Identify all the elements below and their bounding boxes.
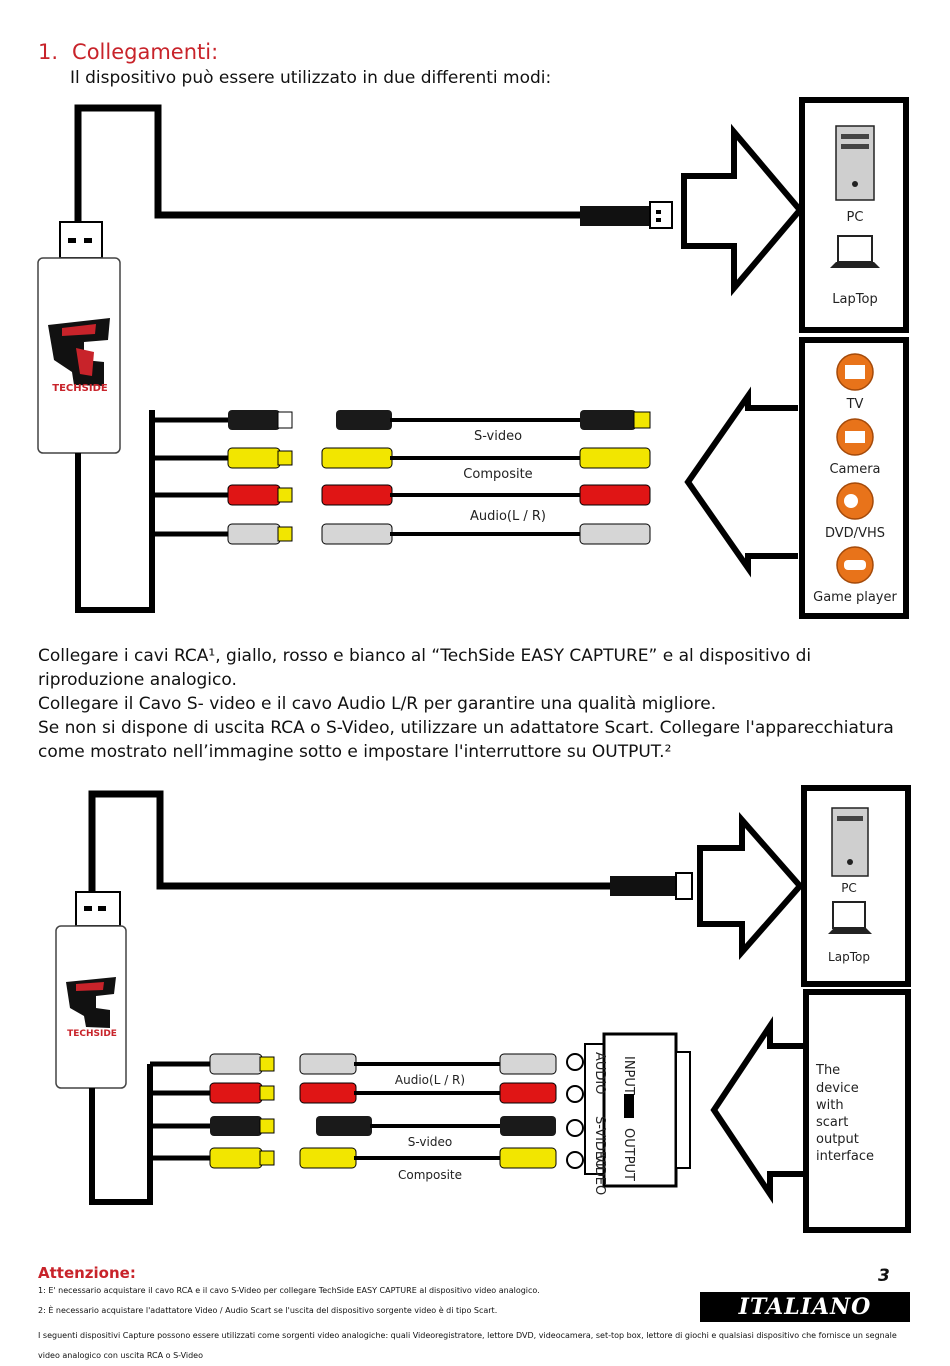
left-plugs [152, 410, 293, 545]
svg-text:device: device [816, 1081, 859, 1096]
techside-logo [66, 977, 116, 1028]
cable-label-audio: Audio(L / R) [470, 509, 546, 524]
instructions: Collegare i cavi RCA¹, giallo, rosso e b… [38, 644, 918, 764]
svg-text:output: output [816, 1132, 859, 1147]
language-badge: ITALIANO [700, 1292, 910, 1322]
intro-text: Il dispositivo può essere utilizzato in … [70, 68, 552, 88]
adapter-audio-label: AUDIO [592, 1052, 607, 1095]
target-label-laptop: LapTop [832, 292, 877, 307]
footnote-3: I seguenti dispositivi Capture possono e… [38, 1331, 897, 1360]
brand-label: TECHSIDE [67, 1029, 117, 1039]
adapter-input-label: INPUT [621, 1056, 636, 1095]
paragraph-rca: Collegare i cavi RCA¹, giallo, rosso e b… [38, 646, 812, 690]
svg-text:interface: interface [816, 1149, 874, 1164]
source-box [803, 989, 911, 1233]
cable-label-composite: Composite [463, 467, 532, 482]
adapter-video-label: VIDEO [592, 1154, 607, 1195]
arrow-right-icon [681, 123, 804, 297]
attention-heading: Attenzione: [38, 1264, 136, 1282]
paragraph-svideo: Collegare il Cavo S- video e il cavo Aud… [38, 694, 717, 714]
usb-connector [59, 221, 103, 259]
diagram-direct-connection: TECHSIDE S-video Composite Audio(L / R) … [37, 97, 909, 619]
target-label-laptop: LapTop [828, 950, 870, 964]
section-number: 1. [38, 40, 59, 64]
camera-icon [836, 418, 874, 456]
section-heading: 1. Collegamenti: [38, 40, 218, 64]
adapter-svideo-label: S-VIDEO [592, 1116, 607, 1169]
tv-icon [836, 353, 874, 391]
pc-icon [835, 125, 875, 201]
footnote-2: 2: È necessario acquistare l'adattatore … [38, 1306, 498, 1315]
source-label-camera: Camera [829, 462, 880, 477]
target-label-pc: PC [841, 881, 857, 895]
svg-text:The: The [815, 1063, 840, 1078]
target-label-pc: PC [847, 210, 864, 225]
techside-logo [48, 318, 110, 386]
laptop-icon [830, 235, 880, 268]
arrow-left-icon [684, 386, 798, 578]
paragraph-scart: Se non si dispone di uscita RCA o S-Vide… [38, 718, 894, 762]
left-plugs [150, 1053, 275, 1169]
cable-label-composite: Composite [398, 1168, 462, 1182]
brand-label: TECHSIDE [52, 383, 108, 394]
source-label-tv: TV [846, 397, 864, 412]
cable-label-svideo: S-video [408, 1135, 452, 1149]
cable-label-audio: Audio(L / R) [395, 1073, 465, 1087]
adapter-output-label: OUTPUT [621, 1128, 636, 1181]
svg-text:scart: scart [816, 1115, 848, 1130]
usb-plug [610, 876, 676, 896]
footnote-1: 1: E' necessario acquistare il cavo RCA … [38, 1286, 540, 1295]
source-label-game: Game player [813, 590, 897, 605]
laptop-icon [828, 901, 872, 934]
scart-adapter: INPUT OUTPUT AUDIO S-VIDEO VIDEO [566, 1032, 691, 1195]
scart-device-label: The device with scart output interface [815, 1063, 874, 1164]
cables [299, 1053, 557, 1169]
svg-text:with: with [816, 1098, 844, 1113]
arrow-left-icon [710, 1016, 806, 1204]
cable-label-svideo: S-video [474, 429, 522, 444]
source-label-dvd: DVD/VHS [825, 526, 885, 541]
arrow-right-icon [697, 812, 804, 960]
cables [321, 410, 651, 545]
diagram-scart-connection: TECHSIDE Audio(L / R) S-video Composite … [55, 785, 911, 1233]
dvd-icon [836, 482, 874, 520]
output-switch [624, 1094, 634, 1118]
page-number: 3 [878, 1266, 890, 1286]
usb-plug [580, 206, 650, 226]
game-player-icon [836, 546, 874, 584]
pc-icon [831, 807, 869, 877]
section-title: Collegamenti: [72, 40, 219, 64]
